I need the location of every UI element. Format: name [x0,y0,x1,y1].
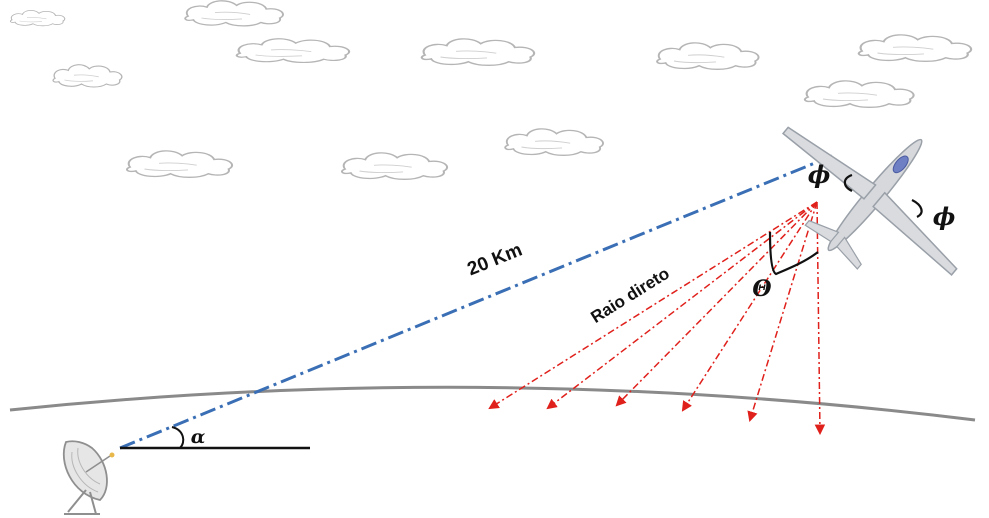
cloud-icon [340,151,449,181]
distance-label: 20 Km [465,239,526,280]
direct-ray-label: Raio direto [587,264,672,327]
ray [615,201,818,407]
phi-right-label: ϕ [933,202,956,231]
cloud-icon [504,127,604,157]
phi-angle-arc-left [843,173,853,192]
cloud-icon [656,41,760,71]
cloud-icon [125,149,234,179]
earth-surface-line [9,385,976,422]
satellite-dish-icon [62,440,115,515]
cloud-icon [9,9,66,27]
alpha-angle-arc [171,426,185,449]
ray [747,201,818,423]
cloud-icon [857,33,973,63]
cloud-icon [235,37,351,64]
airplane-icon [781,126,958,276]
line-of-sight [119,154,833,450]
phi-left-label: ϕ [808,160,831,189]
alpha-label: α [191,426,206,448]
ray-fan [488,201,826,436]
phi-angle-arc-right [911,199,923,218]
ray [681,201,818,412]
ray [488,201,818,410]
cloud-icon [184,0,284,27]
theta-angle-arc [768,231,819,276]
cloud-icon [52,64,123,88]
ray [814,201,826,436]
ray [546,201,818,410]
theta-label: Θ [752,276,771,302]
cloud-icon [420,37,536,67]
cloud-icon [803,79,915,109]
